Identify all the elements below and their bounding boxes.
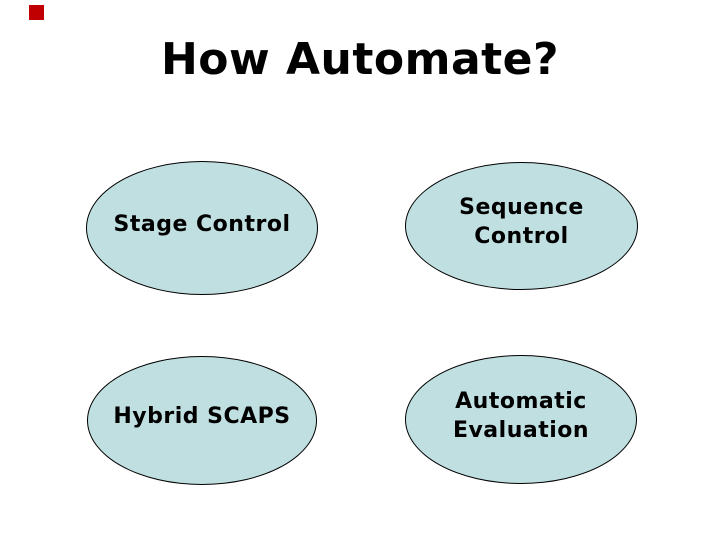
red-corner-square	[29, 5, 44, 20]
node-label-line: Hybrid SCAPS	[113, 404, 291, 429]
ellipse-automatic-evaluation: Automatic Evaluation	[405, 355, 637, 484]
node-label-line: Sequence	[459, 195, 584, 220]
ellipse-sequence-control: Sequence Control	[405, 162, 638, 290]
node-label-automatic-evaluation: Automatic Evaluation	[453, 387, 589, 445]
node-label-line: Automatic	[455, 388, 587, 414]
node-label-sequence-control: Sequence Control	[459, 193, 584, 251]
ellipse-stage-control: Stage Control	[86, 161, 318, 295]
ellipse-hybrid-scaps: Hybrid SCAPS	[87, 356, 317, 485]
node-label-hybrid-scaps: Hybrid SCAPS	[113, 402, 290, 431]
node-label-line: Stage Control	[113, 211, 291, 237]
node-label-stage-control: Stage Control	[114, 210, 291, 239]
slide-title: How Automate?	[160, 34, 560, 85]
node-label-line: Control	[474, 224, 569, 249]
node-label-line: Evaluation	[452, 417, 590, 443]
